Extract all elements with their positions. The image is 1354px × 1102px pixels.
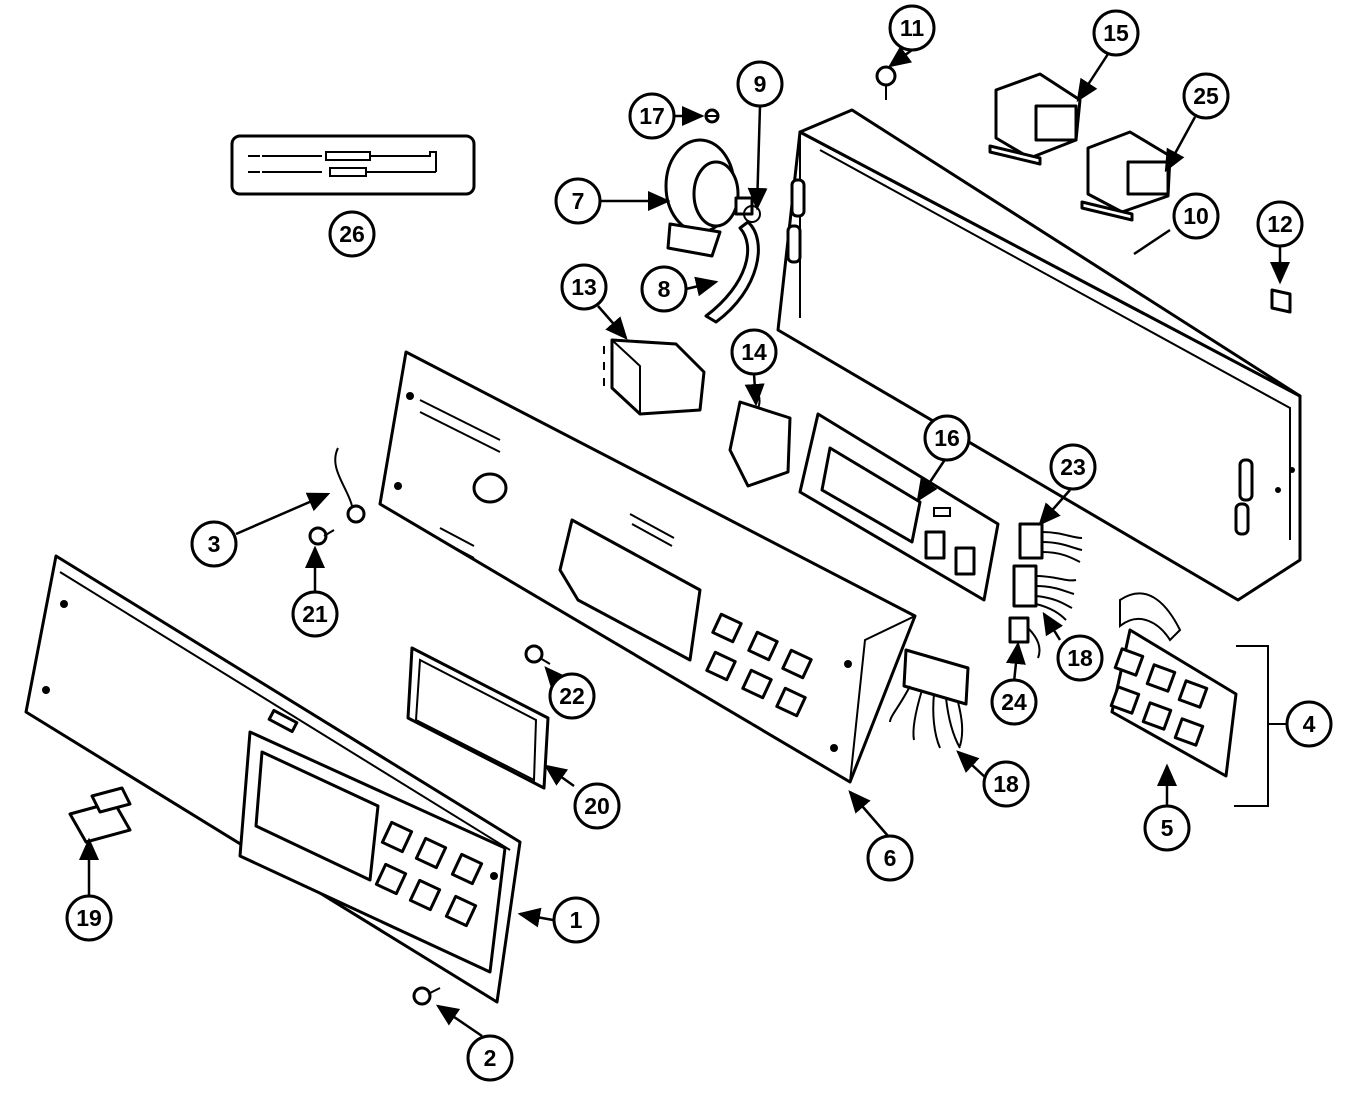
svg-text:23: 23 <box>1060 454 1086 480</box>
clip-19 <box>68 786 132 844</box>
svg-text:22: 22 <box>559 683 585 709</box>
screw-2 <box>412 986 441 1006</box>
svg-text:10: 10 <box>1183 203 1209 229</box>
callout-20: 20 <box>573 782 621 830</box>
connector-24 <box>1008 616 1041 659</box>
callout-15: 15 <box>1092 9 1140 57</box>
svg-text:4: 4 <box>1303 711 1316 737</box>
callout-21: 21 <box>291 590 339 638</box>
callout-2: 2 <box>466 1034 514 1082</box>
ground-wire-3 <box>334 447 366 524</box>
callout-7: 7 <box>554 177 602 225</box>
svg-text:16: 16 <box>934 425 960 451</box>
svg-text:2: 2 <box>484 1045 497 1071</box>
svg-text:17: 17 <box>639 103 665 129</box>
callout-5: 5 <box>1143 804 1191 852</box>
svg-text:5: 5 <box>1161 815 1174 841</box>
callout-1: 1 <box>552 896 600 944</box>
svg-text:26: 26 <box>339 221 365 247</box>
callout-16: 16 <box>923 414 971 462</box>
svg-text:3: 3 <box>208 531 221 557</box>
pressure-switch <box>664 138 754 258</box>
svg-text:11: 11 <box>900 15 925 41</box>
svg-text:8: 8 <box>658 276 671 302</box>
svg-text:24: 24 <box>1001 689 1027 715</box>
transformer-25 <box>1080 130 1172 222</box>
callout-11: 11 <box>888 4 936 52</box>
svg-text:20: 20 <box>584 793 610 819</box>
callout-25: 25 <box>1182 72 1230 120</box>
svg-text:12: 12 <box>1267 211 1293 237</box>
callout-9: 9 <box>736 60 784 108</box>
screw-21 <box>308 526 335 546</box>
callout-12: 12 <box>1256 200 1304 248</box>
callout-19: 19 <box>65 894 113 942</box>
svg-text:6: 6 <box>884 845 897 871</box>
screw-17 <box>704 108 720 124</box>
front-console-panel <box>24 554 522 1004</box>
display-lens <box>406 646 550 790</box>
callout-23: 23 <box>1049 443 1097 491</box>
svg-text:19: 19 <box>76 905 102 931</box>
keypad-board <box>1109 592 1286 807</box>
callout-18-lower: 18 <box>982 760 1030 808</box>
svg-text:9: 9 <box>754 71 767 97</box>
callout-10: 10 <box>1172 192 1220 240</box>
svg-text:25: 25 <box>1193 83 1219 109</box>
svg-text:14: 14 <box>741 339 767 365</box>
callout-6: 6 <box>866 834 914 882</box>
callout-8: 8 <box>640 265 688 313</box>
screw-11 <box>875 65 897 100</box>
clip-12 <box>1270 288 1292 314</box>
svg-text:13: 13 <box>571 274 597 300</box>
callout-18-upper: 18 <box>1056 634 1104 682</box>
callout-14: 14 <box>730 328 778 376</box>
callout-17: 17 <box>628 92 676 140</box>
svg-text:1: 1 <box>570 907 583 933</box>
callout-3: 3 <box>190 520 238 568</box>
callout-24: 24 <box>990 678 1038 726</box>
connector-23 <box>1018 522 1083 563</box>
callout-13: 13 <box>560 263 608 311</box>
rear-console-housing <box>776 108 1302 602</box>
display-circuit-board <box>798 412 1000 602</box>
callout-26: 26 <box>328 210 376 258</box>
filter-component <box>728 389 792 488</box>
wire-harness-18 <box>889 648 970 749</box>
callout-4: 4 <box>1285 700 1333 748</box>
svg-text:18: 18 <box>1067 645 1093 671</box>
connector-18-upper <box>1012 564 1077 621</box>
svg-text:7: 7 <box>572 188 585 214</box>
wiring-diagram-label <box>230 134 476 196</box>
relay <box>603 338 706 416</box>
callout-22: 22 <box>548 672 596 720</box>
screw-22 <box>524 644 551 665</box>
svg-text:18: 18 <box>993 771 1019 797</box>
svg-text:21: 21 <box>302 601 328 627</box>
leader-lines <box>79 46 1290 1038</box>
control-mounting-plate <box>378 350 917 784</box>
transformer-15 <box>988 72 1082 166</box>
svg-text:15: 15 <box>1103 20 1129 46</box>
